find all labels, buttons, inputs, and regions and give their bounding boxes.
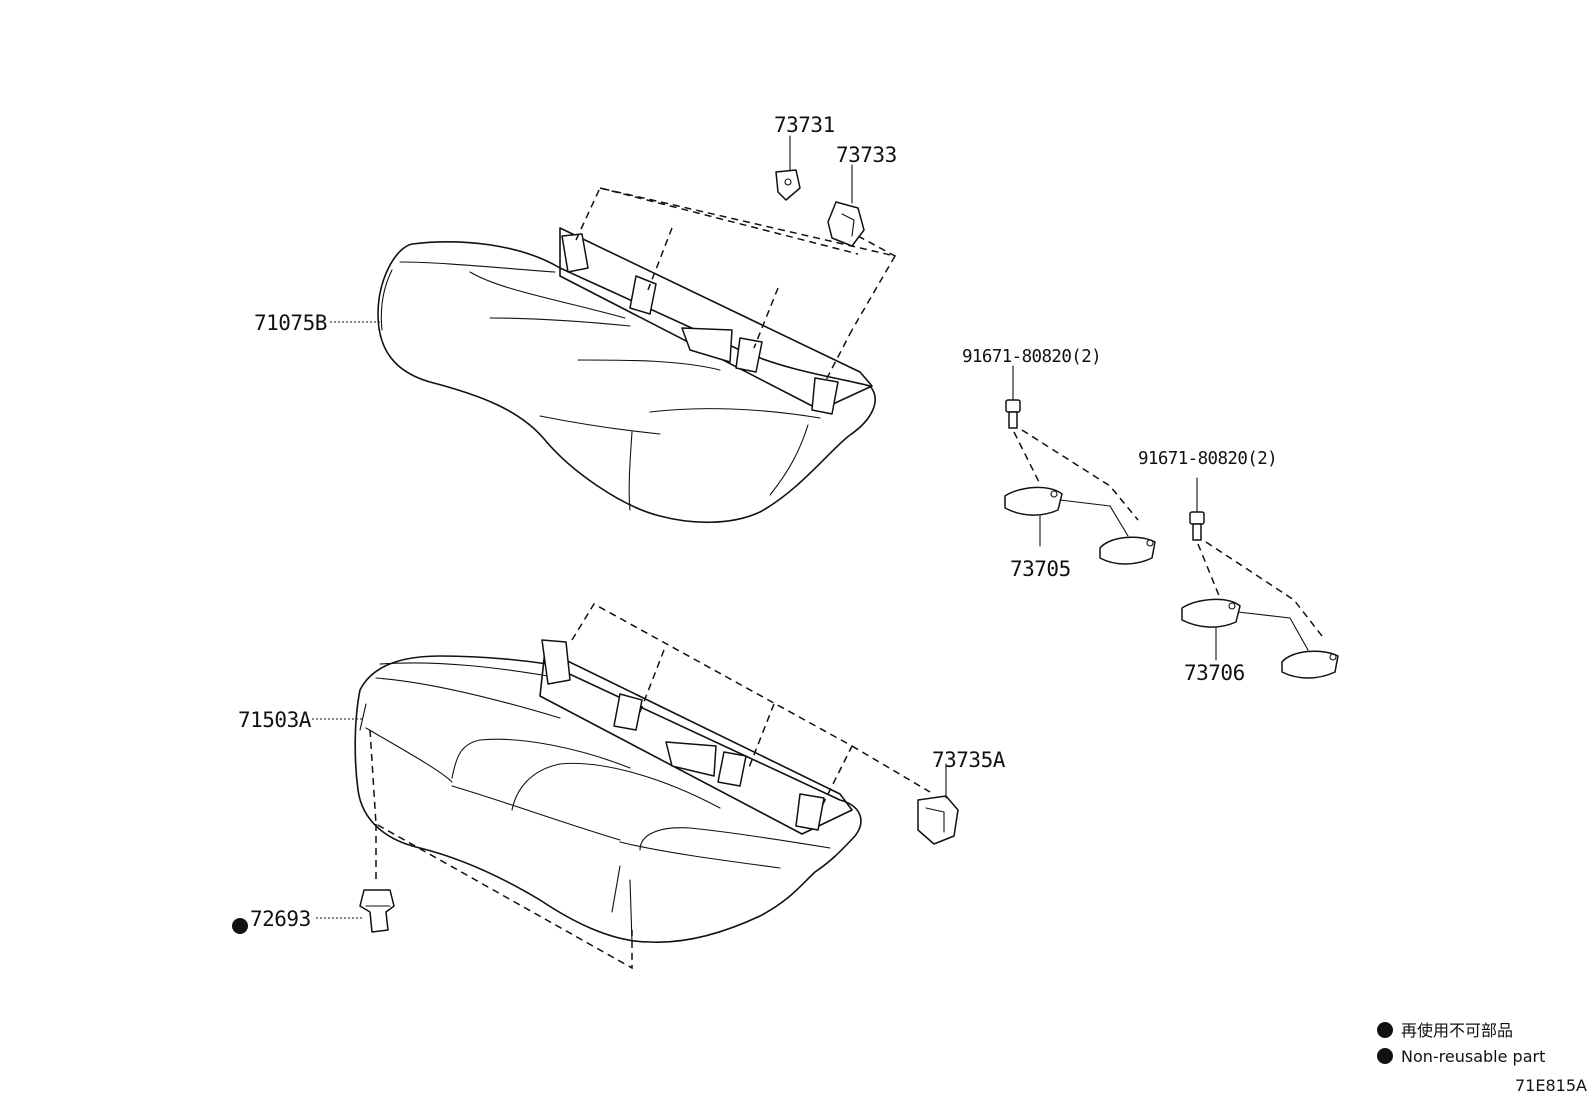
- leader-lines: [312, 321, 380, 919]
- label-73733: 73733: [836, 143, 897, 167]
- label-73705: 73705: [1010, 557, 1071, 581]
- label-73731: 73731: [774, 113, 835, 137]
- seatback-dashed-frame: [575, 187, 897, 381]
- bolt-right-part: [1189, 477, 1323, 637]
- hook-73735a-part: [917, 763, 959, 845]
- seatback-cover-drawing: [377, 227, 876, 524]
- label-72693: 72693: [250, 907, 311, 931]
- bolt-left-part: [1005, 365, 1139, 521]
- legend-bullet-en: [1377, 1048, 1393, 1064]
- label-71075b: 71075B: [254, 311, 327, 335]
- legend-en-label: Non-reusable part: [1401, 1047, 1545, 1066]
- hook-73733-part: [827, 164, 865, 247]
- clip-72693-part: [359, 889, 395, 933]
- label-73735a: 73735A: [932, 748, 1006, 772]
- callout-labels: 71075B 73731 73733 91671-80820(2) 91671-…: [232, 113, 1278, 934]
- figure-code: 71E815A: [1515, 1076, 1587, 1095]
- label-bolt-right: 91671-80820(2): [1138, 449, 1277, 469]
- bracket-73705-part: [1004, 486, 1156, 565]
- label-71503a: 71503A: [238, 708, 312, 732]
- label-bolt-left: 91671-80820(2): [962, 347, 1101, 367]
- cushion-cover-drawing: [354, 639, 862, 943]
- legend-bullet-jp: [1377, 1022, 1393, 1038]
- non-reusable-marker-72693: [232, 918, 248, 934]
- bracket-73706-part: [1181, 598, 1339, 679]
- hook-73731-part: [775, 135, 801, 201]
- legend: 再使用不可部品 Non-reusable part: [1377, 1021, 1545, 1066]
- legend-jp-label: 再使用不可部品: [1401, 1021, 1513, 1040]
- cushion-dashed-frame: [369, 602, 931, 970]
- label-73706: 73706: [1184, 661, 1245, 685]
